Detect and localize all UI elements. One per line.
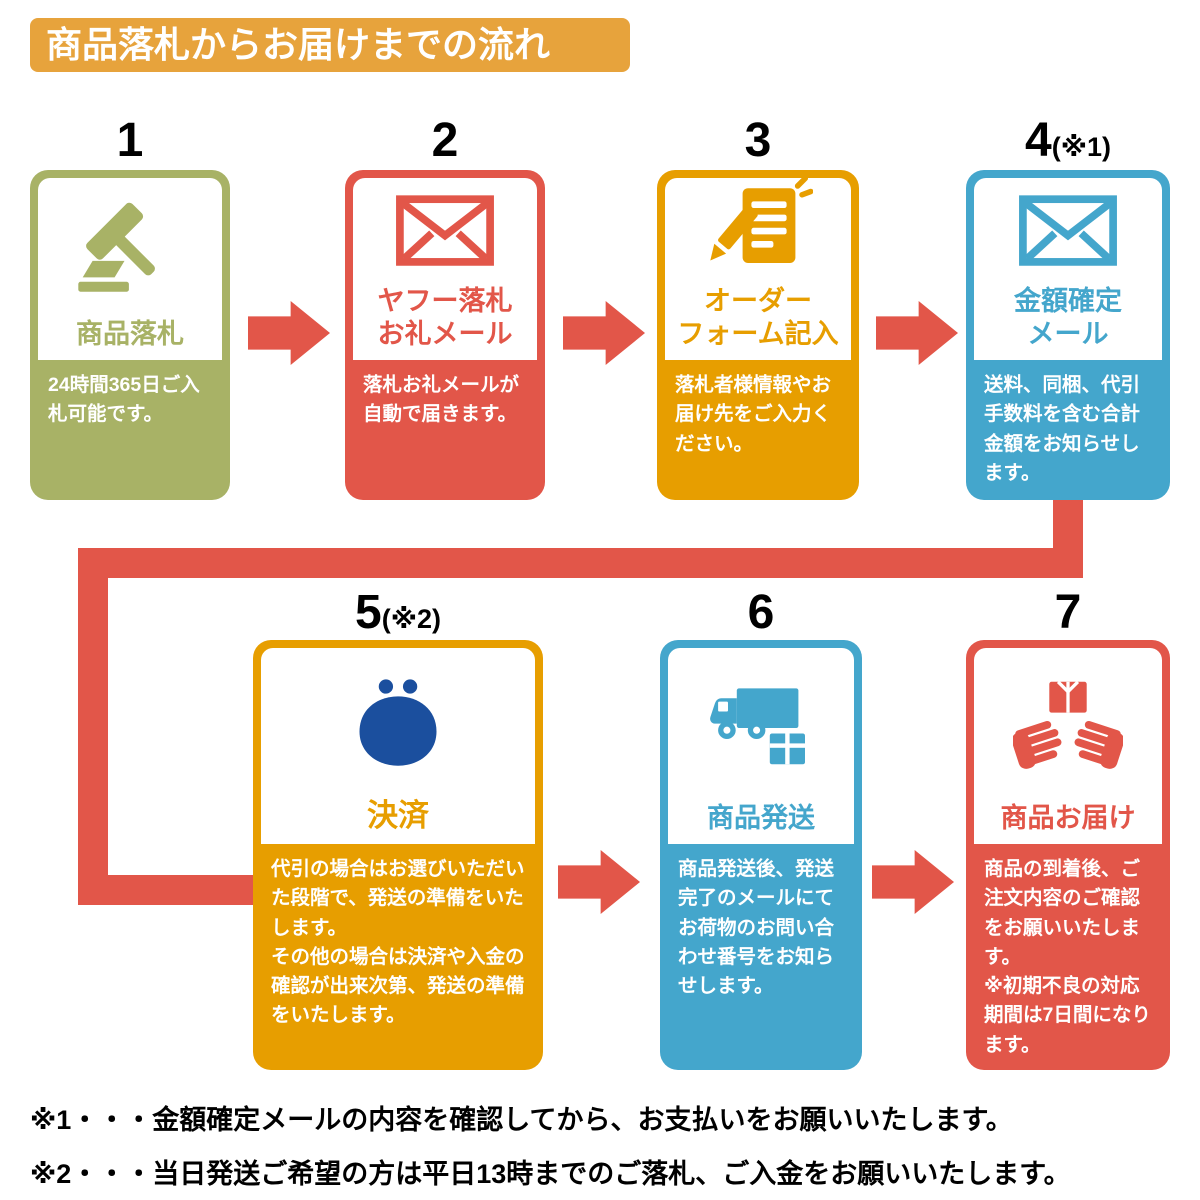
step-card-price-mail: 金額確定 メール 送料、同梱、代引手数料を含む合計金額をお知らせします。 xyxy=(966,170,1170,500)
connector-line-segment-across xyxy=(78,548,1083,578)
step-card-top: オーダー フォーム記入 xyxy=(665,175,851,360)
coin-purse-icon xyxy=(261,648,535,797)
step-card-top: 金額確定 メール xyxy=(974,178,1162,360)
flow-arrow-2-3 xyxy=(563,301,645,365)
step-card-payment: 決済 代引の場合はお選びいただいた段階で、発送の準備をいたします。 その他の場合… xyxy=(253,640,543,1070)
step-card-delivery: 商品お届け 商品の到着後、ご注文内容のご確認をお願いいたします。 ※初期不良の対… xyxy=(966,640,1170,1070)
step-card-shipping: 商品発送 商品発送後、発送完了のメールにてお荷物のお問い合わせ番号をお知らせしま… xyxy=(660,640,862,1070)
step-card-top: 商品落札 xyxy=(38,178,222,360)
pencil-form-icon xyxy=(665,169,851,285)
step-label: オーダー フォーム記入 xyxy=(677,286,839,349)
step-label: 金額確定 メール xyxy=(1014,286,1122,349)
connector-line-segment-left-down xyxy=(78,548,108,905)
step-label: 商品発送 xyxy=(707,802,815,833)
step-description: 落札者様情報やお届け先をご入力ください。 xyxy=(675,374,832,455)
step-number-1: 1 xyxy=(30,114,230,167)
footnote-1: ※1・・・金額確定メールの内容を確認してから、お支払いをお願いいたします。 xyxy=(30,1105,1013,1135)
title-banner: 商品落札からお届けまでの流れ xyxy=(30,18,630,72)
step-number-text: 5 xyxy=(355,586,382,639)
step-number-note: (※2) xyxy=(381,604,441,634)
step-number-3: 3 xyxy=(657,114,859,167)
step-number-5: 5(※2) xyxy=(253,586,543,639)
step-number-text: 2 xyxy=(431,114,459,167)
footnote-2: ※2・・・当日発送ご希望の方は平日13時までのご落札、ご入金をお願いいたします。 xyxy=(30,1159,1071,1189)
envelope-icon xyxy=(974,169,1162,285)
step-number-text: 7 xyxy=(1054,586,1082,639)
delivery-truck-icon xyxy=(668,648,854,802)
gavel-icon xyxy=(38,178,222,318)
envelope-icon xyxy=(353,169,537,285)
step-number-2: 2 xyxy=(345,114,545,167)
step-card-top: 決済 xyxy=(261,648,535,844)
step-number-text: 3 xyxy=(744,114,772,167)
step-card-order-form: オーダー フォーム記入 落札者様情報やお届け先をご入力ください。 xyxy=(657,170,859,500)
step-number-text: 4 xyxy=(1025,114,1052,167)
step-number-text: 1 xyxy=(116,114,144,167)
step-label: 商品お届け xyxy=(1000,802,1136,833)
step-description: 代引の場合はお選びいただいた段階で、発送の準備をいたします。 その他の場合は決済… xyxy=(271,858,525,1027)
step-card-top: ヤフー落札 お礼メール xyxy=(353,178,537,360)
step-description: 商品の到着後、ご注文内容のご確認をお願いいたします。 ※初期不良の対応期間は7日… xyxy=(984,858,1151,1056)
step-label: 決済 xyxy=(367,797,429,833)
step-description: 商品発送後、発送完了のメールにてお荷物のお問い合わせ番号をお知らせします。 xyxy=(678,858,835,997)
step-label: ヤフー落札 お礼メール xyxy=(377,286,513,349)
flow-arrow-5-6 xyxy=(558,850,640,914)
flow-arrow-6-7 xyxy=(872,850,954,914)
step-card-top: 商品発送 xyxy=(668,648,854,844)
step-label: 商品落札 xyxy=(76,318,184,349)
flow-arrow-3-4 xyxy=(876,301,958,365)
step-card-auction-win: 商品落札 24時間365日ご入札可能です。 xyxy=(30,170,230,500)
hands-package-icon xyxy=(974,648,1162,802)
step-number-note: (※1) xyxy=(1051,132,1111,162)
step-number-7: 7 xyxy=(966,586,1170,639)
step-card-top: 商品お届け xyxy=(974,648,1162,844)
connector-line-segment-into-step5 xyxy=(78,875,258,905)
step-description: 送料、同梱、代引手数料を含む合計金額をお知らせします。 xyxy=(984,374,1141,484)
flow-arrow-1-2 xyxy=(248,301,330,365)
step-description: 24時間365日ご入札可能です。 xyxy=(48,374,200,426)
step-number-text: 6 xyxy=(747,586,775,639)
step-number-4: 4(※1) xyxy=(966,114,1170,167)
step-description: 落札お礼メールが自動で届きます。 xyxy=(363,374,520,426)
step-card-thankyou-mail: ヤフー落札 お礼メール 落札お礼メールが自動で届きます。 xyxy=(345,170,545,500)
step-number-6: 6 xyxy=(660,586,862,639)
page-title: 商品落札からお届けまでの流れ xyxy=(46,24,551,65)
